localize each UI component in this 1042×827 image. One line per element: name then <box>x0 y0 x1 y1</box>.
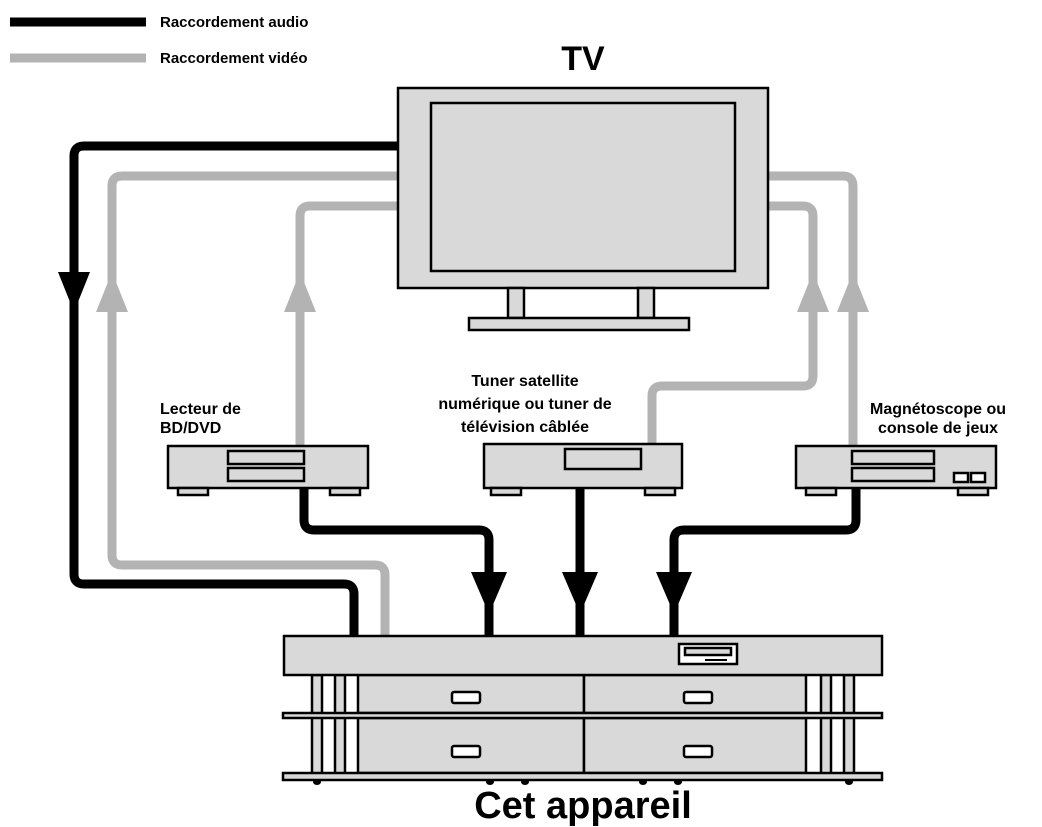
legend: Raccordement audio Raccordement vidéo <box>10 14 308 67</box>
vcr-foot-right <box>956 486 990 497</box>
bddvd-tray-bottom <box>226 466 306 483</box>
vcr-button-2 <box>969 471 987 484</box>
tv-stand-left <box>506 286 526 320</box>
rack-caster-1 <box>313 779 321 785</box>
satellite-tuner: Tuner satellite numérique ou tuner de té… <box>438 373 684 497</box>
tuner-display <box>563 447 643 471</box>
receiver-rack: Cet appareil <box>281 634 884 827</box>
rack-leg-2 <box>333 673 347 779</box>
rack-leg-4 <box>842 673 856 779</box>
tuner-label-line3: télévision câblée <box>461 419 589 436</box>
video-connections <box>96 171 869 636</box>
bddvd-tray-top <box>226 449 306 466</box>
rack-leg-1 <box>310 673 324 779</box>
drawer-handle-2 <box>682 690 714 705</box>
video-line-bddvd-to-tv <box>295 201 398 448</box>
tv: TV <box>396 40 770 332</box>
audio-arrow-vcr <box>656 572 692 614</box>
legend-audio-label: Raccordement audio <box>160 14 308 31</box>
vcr-game-console: Magnétoscope ou console de jeux <box>794 401 1006 497</box>
drawer-handle-4 <box>682 744 714 759</box>
vcr-slot-top <box>850 449 936 466</box>
audio-arrow-left <box>58 272 90 312</box>
video-arrow-left-outer <box>96 272 128 312</box>
rack-caster-5 <box>674 779 682 785</box>
tv-stand-right <box>636 286 656 320</box>
tv-label: TV <box>561 40 605 78</box>
drawer-handle-1 <box>450 690 482 705</box>
bddvd-foot-left <box>176 486 210 497</box>
audio-arrow-tuner <box>562 572 598 614</box>
video-arrow-bddvd <box>284 272 316 312</box>
rack-caster-2 <box>486 779 494 785</box>
tv-screen <box>429 101 737 273</box>
bddvd-label-line1: Lecteur de <box>160 401 241 418</box>
bd-dvd-player: Lecteur de BD/DVD <box>160 401 370 497</box>
video-line-receiver-to-tv <box>107 171 398 636</box>
vcr-label-line1: Magnétoscope ou <box>870 401 1006 418</box>
tuner-foot-right <box>643 486 677 497</box>
rack-shelf-middle <box>281 711 884 720</box>
video-arrow-tuner <box>797 272 829 312</box>
receiver-display-buttons <box>705 659 727 661</box>
legend-video-label: Raccordement vidéo <box>160 50 308 67</box>
tv-base <box>467 316 691 332</box>
rack-caster-4 <box>639 779 647 785</box>
video-arrow-vcr <box>837 272 869 312</box>
vcr-slot-bottom <box>850 466 936 483</box>
video-line-vcr-to-tv <box>768 171 858 448</box>
audio-line-bddvd-to-receiver <box>299 488 494 636</box>
audio-line-tv-to-receiver <box>69 141 398 636</box>
vcr-button-1 <box>952 471 970 484</box>
rack-shelf-bottom <box>281 771 884 782</box>
vcr-foot-left <box>804 486 838 497</box>
tuner-foot-left <box>489 486 523 497</box>
rack-caster-3 <box>521 779 529 785</box>
rack-leg-3 <box>819 673 833 779</box>
tuner-label-line1: Tuner satellite <box>471 373 578 390</box>
audio-arrow-bddvd <box>471 572 507 614</box>
receiver-display-window <box>683 646 733 657</box>
receiver-label: Cet appareil <box>474 785 692 827</box>
tuner-label-line2: numérique ou tuner de <box>438 396 611 413</box>
rack-caster-6 <box>845 779 853 785</box>
audio-line-vcr-to-receiver <box>669 488 861 636</box>
bddvd-foot-right <box>328 486 362 497</box>
bddvd-label-line2: BD/DVD <box>160 420 221 437</box>
video-line-tuner-to-tv <box>647 201 818 446</box>
vcr-label-line2: console de jeux <box>878 420 998 437</box>
drawer-handle-3 <box>450 744 482 759</box>
audio-connections <box>58 141 861 636</box>
receiver-body <box>282 634 884 677</box>
